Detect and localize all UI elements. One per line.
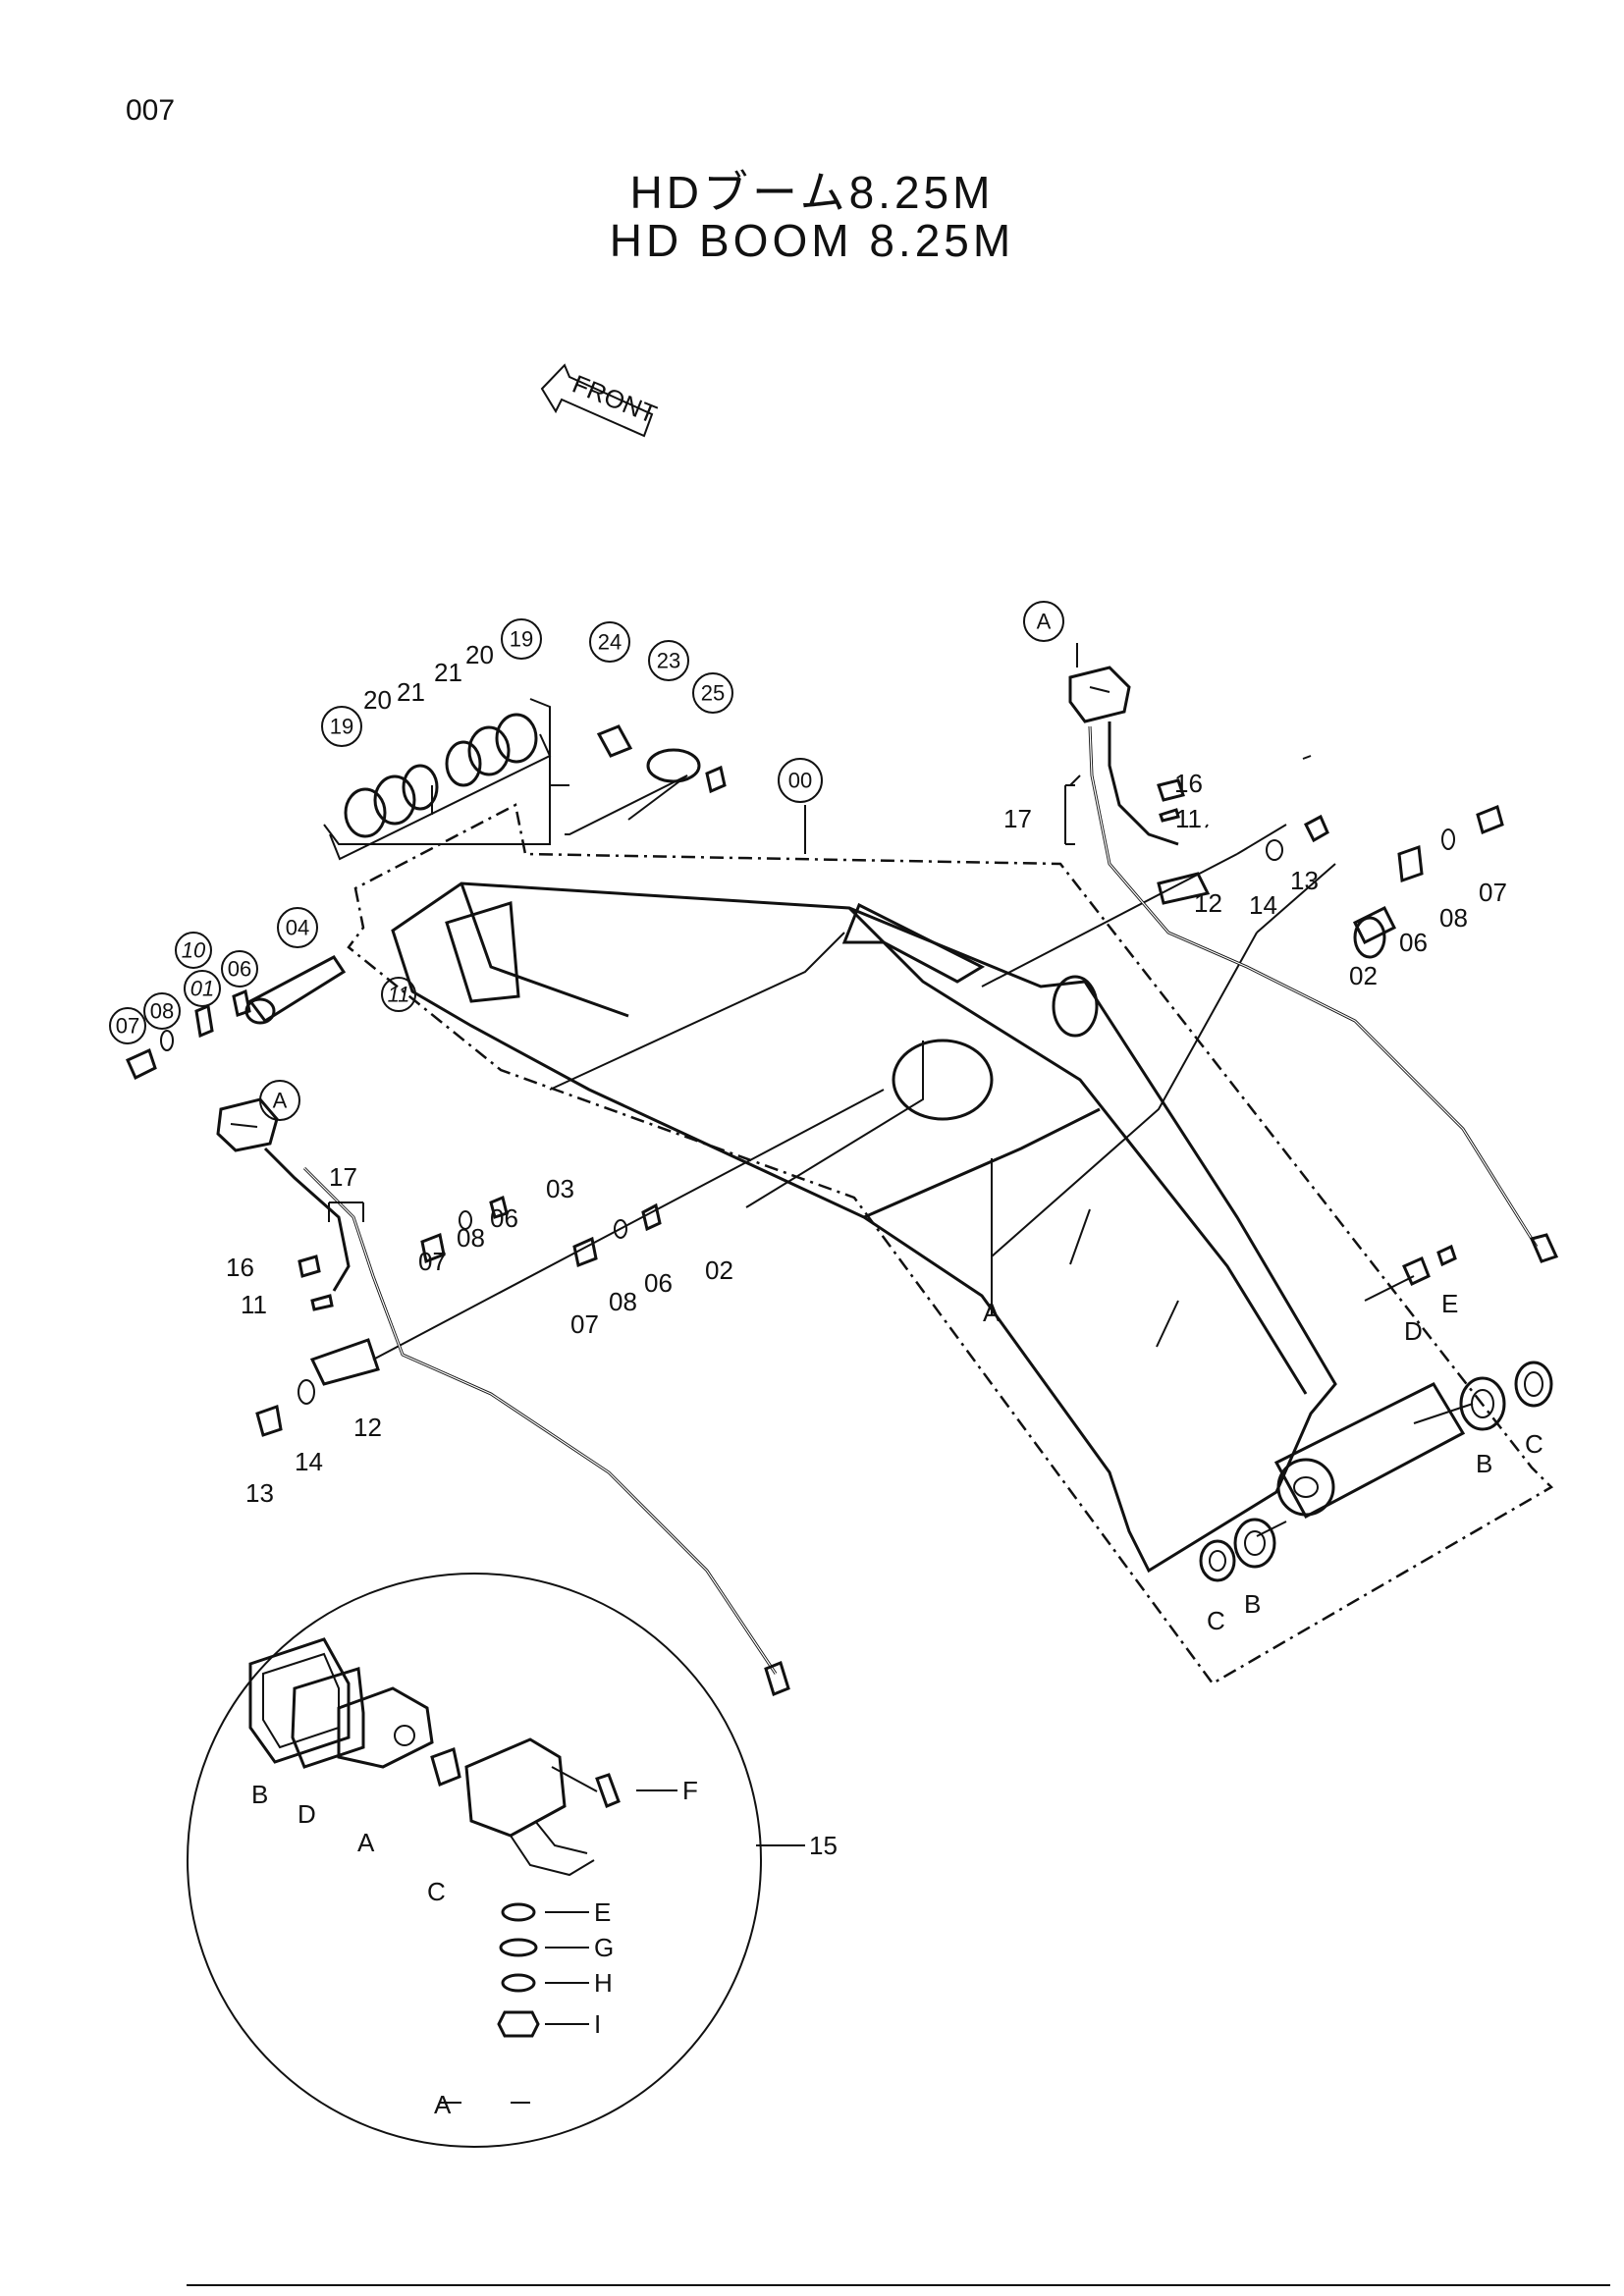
- svg-text:00: 00: [788, 769, 812, 793]
- svg-text:04: 04: [286, 916, 309, 940]
- svg-text:19: 19: [330, 715, 353, 739]
- svg-text:01: 01: [190, 977, 214, 1001]
- label-06-mid2: 06: [644, 1268, 673, 1298]
- callout-23: 23: [648, 640, 689, 681]
- label-03: 03: [546, 1174, 574, 1203]
- callout-01: 01: [184, 970, 221, 1007]
- label-13-left: 13: [245, 1478, 274, 1508]
- label-16-left: 16: [226, 1253, 254, 1282]
- lamp-assembly-right: [1064, 666, 1559, 1287]
- label-12-left: 12: [353, 1413, 382, 1442]
- inset-label-c: C: [427, 1877, 446, 1906]
- svg-text:06: 06: [228, 957, 251, 982]
- label-b-right: B: [1476, 1449, 1492, 1478]
- left-pin-assembly: [126, 955, 347, 1081]
- label-07-mid: 07: [418, 1247, 447, 1276]
- inset-label-i: I: [594, 2009, 601, 2039]
- inset-label-g: G: [594, 1933, 614, 1962]
- callout-a-left: A: [259, 1080, 300, 1121]
- boom-outline-dashed: [347, 803, 1554, 1685]
- label-02-mid: 02: [705, 1255, 733, 1285]
- label-08-right: 08: [1439, 903, 1468, 933]
- label-c-right: C: [1525, 1429, 1543, 1459]
- label-21a: 21: [397, 677, 425, 707]
- svg-text:A: A: [1037, 610, 1052, 634]
- shim-set: [329, 713, 727, 861]
- lamp-assembly-left: [216, 1097, 790, 1696]
- svg-text:10: 10: [182, 938, 206, 963]
- title-english: HD BOOM 8.25M: [609, 215, 1015, 266]
- label-16-right: 16: [1174, 769, 1203, 798]
- label-11-right: 11: [1175, 804, 1202, 833]
- callout-08-left: 08: [143, 992, 181, 1030]
- label-11-left: 11: [241, 1290, 267, 1319]
- callout-10: 10: [175, 932, 212, 969]
- lamp-detail-inset: [187, 1573, 805, 2148]
- svg-text:A: A: [273, 1089, 288, 1113]
- label-e-boom: E: [1441, 1289, 1458, 1318]
- svg-text:19: 19: [510, 627, 533, 652]
- callout-24: 24: [589, 621, 630, 663]
- inset-label-h: H: [594, 1968, 613, 1998]
- title-japanese: HDブーム8.25M: [629, 167, 995, 218]
- label-13-right: 13: [1290, 866, 1319, 895]
- callout-07-left: 07: [109, 1007, 146, 1044]
- label-21b: 21: [434, 658, 462, 687]
- label-08-mid: 08: [457, 1223, 485, 1253]
- label-12-right: 12: [1194, 888, 1222, 918]
- inset-label-d: D: [298, 1799, 316, 1829]
- label-17-left: 17: [329, 1162, 357, 1192]
- label-17-right: 17: [1003, 804, 1032, 833]
- inset-label-b: B: [251, 1780, 268, 1809]
- callout-a-top: A: [1023, 601, 1064, 642]
- callout-11-hand: 11: [381, 977, 416, 1012]
- label-14-left: 14: [295, 1447, 323, 1476]
- label-06-right: 06: [1399, 928, 1428, 957]
- svg-text:23: 23: [657, 649, 680, 673]
- front-arrow-icon: FRONT: [540, 363, 661, 438]
- svg-text:25: 25: [701, 681, 725, 706]
- page-number: 007: [126, 94, 176, 127]
- label-20b: 20: [465, 640, 494, 669]
- callout-04: 04: [277, 907, 318, 948]
- svg-text:24: 24: [598, 630, 622, 655]
- svg-text:11: 11: [388, 983, 410, 1007]
- label-07-mid2: 07: [570, 1309, 599, 1339]
- callout-06-left: 06: [221, 950, 258, 988]
- callout-00: 00: [778, 758, 823, 803]
- label-a-boom: A: [983, 1298, 1001, 1327]
- inset-label-f: F: [682, 1776, 698, 1805]
- label-02-right: 02: [1349, 961, 1378, 990]
- label-b-bottom: B: [1244, 1589, 1261, 1619]
- label-14-right: 14: [1249, 890, 1277, 920]
- label-c-bottom: C: [1207, 1606, 1225, 1635]
- boom-body: [391, 881, 1466, 1574]
- callout-25: 25: [692, 672, 733, 714]
- inset-label-15: 15: [809, 1831, 838, 1860]
- inset-label-a: A: [357, 1828, 375, 1857]
- label-d-boom: D: [1404, 1316, 1423, 1346]
- svg-text:07: 07: [116, 1014, 139, 1039]
- label-07-right: 07: [1479, 878, 1507, 907]
- inset-label-a-bottom: A: [434, 2090, 452, 2119]
- label-20a: 20: [363, 685, 392, 715]
- inset-label-e: E: [594, 1897, 611, 1927]
- label-06-mid: 06: [490, 1203, 518, 1233]
- svg-text:08: 08: [150, 999, 174, 1024]
- callout-19b: 19: [501, 618, 542, 660]
- front-arrow-label: FRONT: [568, 369, 661, 429]
- leader-lines: [323, 643, 1474, 1537]
- callout-19a: 19: [321, 706, 362, 747]
- bushings-end: [1199, 1361, 1553, 1582]
- label-08-mid2: 08: [609, 1287, 637, 1316]
